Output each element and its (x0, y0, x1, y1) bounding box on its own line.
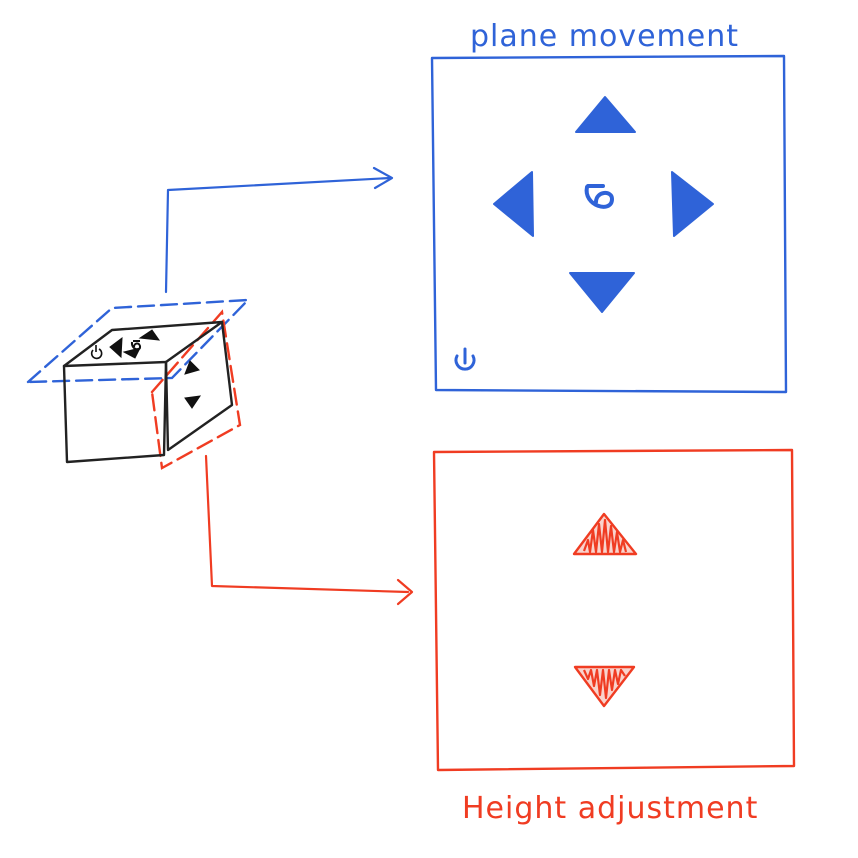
height-adjustment-panel: Height adjustment (432, 448, 796, 826)
arrow-right-icon (122, 347, 141, 359)
plane-controls (454, 96, 714, 371)
plane-panel-frame (430, 54, 788, 394)
red-connector (204, 454, 414, 606)
power-icon (90, 345, 103, 360)
blue-connector (164, 166, 394, 294)
arrow-up-icon (138, 329, 161, 341)
arrow-up-icon (184, 360, 200, 375)
device-sketch (24, 298, 252, 470)
arrow-left-icon[interactable] (493, 171, 534, 237)
plane-movement-panel: plane movement (430, 19, 788, 394)
cube-top-icons (90, 329, 161, 360)
rotate-icon[interactable] (584, 184, 614, 209)
rotate-icon (130, 340, 142, 351)
plane-panel-title: plane movement (470, 19, 739, 54)
height-panel-frame (432, 448, 796, 772)
arrow-left-icon (109, 336, 123, 359)
arrow-down-icon (184, 395, 202, 409)
height-controls (572, 512, 638, 708)
power-icon[interactable] (454, 347, 476, 371)
arrow-up-icon[interactable] (575, 96, 636, 133)
arrow-up-icon[interactable] (572, 512, 638, 556)
arrow-down-icon[interactable] (569, 272, 635, 313)
top-plane-outline (24, 298, 252, 384)
cube-body (62, 320, 234, 464)
cube-side-icons (184, 360, 202, 409)
arrow-right-icon[interactable] (671, 171, 714, 237)
height-panel-title: Height adjustment (462, 791, 758, 826)
arrow-down-icon[interactable] (573, 665, 636, 708)
